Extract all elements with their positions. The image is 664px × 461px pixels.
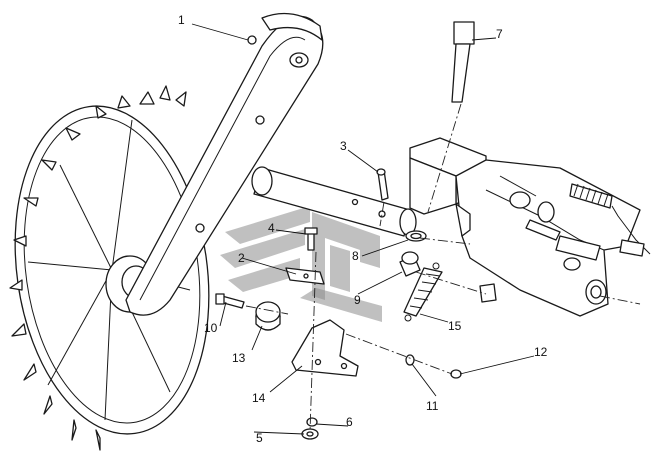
label-7: 7 xyxy=(496,27,503,41)
label-3: 3 xyxy=(340,139,347,153)
label-9: 9 xyxy=(354,293,361,307)
part-7-bolt xyxy=(451,21,475,103)
part-12-nut xyxy=(450,369,462,379)
part-1-arm xyxy=(125,12,324,316)
part-3-pin xyxy=(376,168,389,201)
label-13: 13 xyxy=(232,351,246,365)
assembly-axes xyxy=(245,103,641,433)
label-14: 14 xyxy=(252,391,266,405)
part-11-nut xyxy=(405,354,415,366)
watermark-logo xyxy=(220,206,382,322)
part-5-washer xyxy=(301,428,319,440)
part-8-washer xyxy=(405,230,427,242)
part-14-bracket xyxy=(291,319,359,377)
part-6-nut xyxy=(306,417,318,427)
shaft xyxy=(251,166,417,237)
label-4: 4 xyxy=(268,221,275,235)
part-clip xyxy=(479,283,497,303)
label-2: 2 xyxy=(238,251,245,265)
label-10: 10 xyxy=(204,321,218,335)
spiked-wheel xyxy=(9,85,210,451)
part-13-roller xyxy=(255,301,281,331)
label-11: 11 xyxy=(426,399,439,413)
label-8: 8 xyxy=(352,249,359,263)
label-5: 5 xyxy=(256,431,263,445)
part-4-bolt xyxy=(304,227,318,251)
label-12: 12 xyxy=(534,345,548,359)
label-6: 6 xyxy=(346,415,353,429)
part-9-spacer xyxy=(399,251,421,277)
part-2-plate xyxy=(285,267,325,285)
label-15: 15 xyxy=(448,319,462,333)
part-15-spring xyxy=(403,262,443,322)
frame-assembly xyxy=(409,137,651,317)
label-1: 1 xyxy=(178,13,185,27)
callout-labels: 1 2 3 4 5 6 7 8 9 10 11 12 13 14 15 xyxy=(178,13,548,445)
leader-lines xyxy=(191,23,535,435)
part-10-bolt xyxy=(215,293,245,309)
